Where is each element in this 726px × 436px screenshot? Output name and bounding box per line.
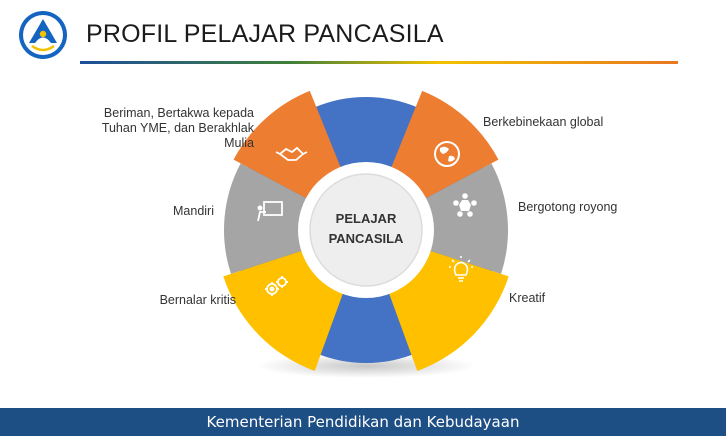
label-bernalar-kritis: Bernalar kritis [159,293,236,307]
segment-mandiri [224,163,314,274]
lightbulb-icon [449,256,473,282]
globe-icon [434,141,460,167]
segment-bergotong-royong [418,163,508,274]
center-title-line2: PANCASILA [329,231,404,246]
label-bergotong-royong: Bergotong royong [518,200,618,214]
tut-wuri-handayani-logo-icon [19,11,67,59]
center-title-line1: PELAJAR [336,211,397,226]
segment-beriman [233,90,344,202]
label-line: Tuhan YME, dan Berakhlak [101,121,254,135]
title-divider [80,61,678,64]
label-line: Beriman, Bertakwa kepada [103,106,254,120]
segment-kreatif [386,248,509,371]
teamwork-icon [453,193,477,217]
label-beriman: Beriman, Bertakwa kepada Tuhan YME, dan … [92,106,254,151]
label-mandiri: Mandiri [173,204,214,218]
presentation-icon [257,201,283,222]
page-title: PROFIL PELAJAR PANCASILA [86,20,444,48]
label-line: Mulia [224,136,254,150]
gears-icon [265,276,288,296]
segment-berkebinekaan-global [388,90,499,202]
handshake-icon [275,146,308,161]
label-kreatif: Kreatif [509,291,546,305]
footer-banner: Kementerian Pendidikan dan Kebudayaan [0,408,726,436]
center-circle [309,173,423,287]
label-berkebinekaan-global: Berkebinekaan global [483,115,604,129]
segment-bernalar-kritis [223,248,346,371]
